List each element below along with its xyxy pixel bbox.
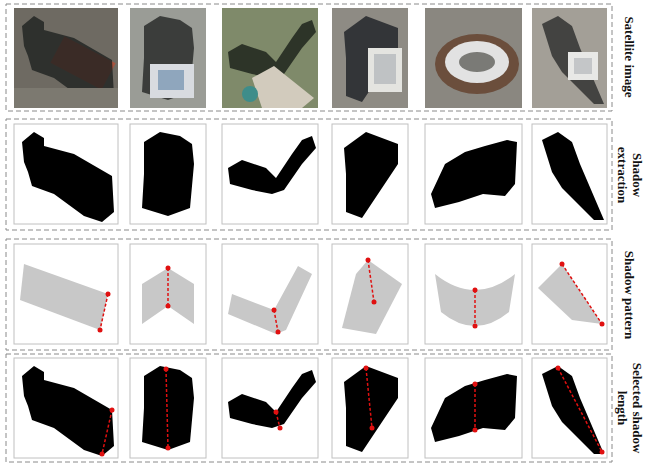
row-frame [6, 4, 612, 111]
row-frame [6, 119, 612, 230]
row-label: Selected shadow length [614, 358, 644, 458]
row-frame [6, 354, 612, 462]
shadow-patterns [14, 244, 607, 344]
shadow-extraction-masks [14, 124, 607, 224]
row-label: Shadow pattern [622, 245, 637, 345]
row-label: Satellite image [622, 7, 637, 107]
selected-shadow-lengths [14, 358, 607, 458]
row-label: Shadow extraction [614, 125, 644, 225]
row-frame [6, 239, 612, 350]
satellite-images [14, 8, 607, 108]
